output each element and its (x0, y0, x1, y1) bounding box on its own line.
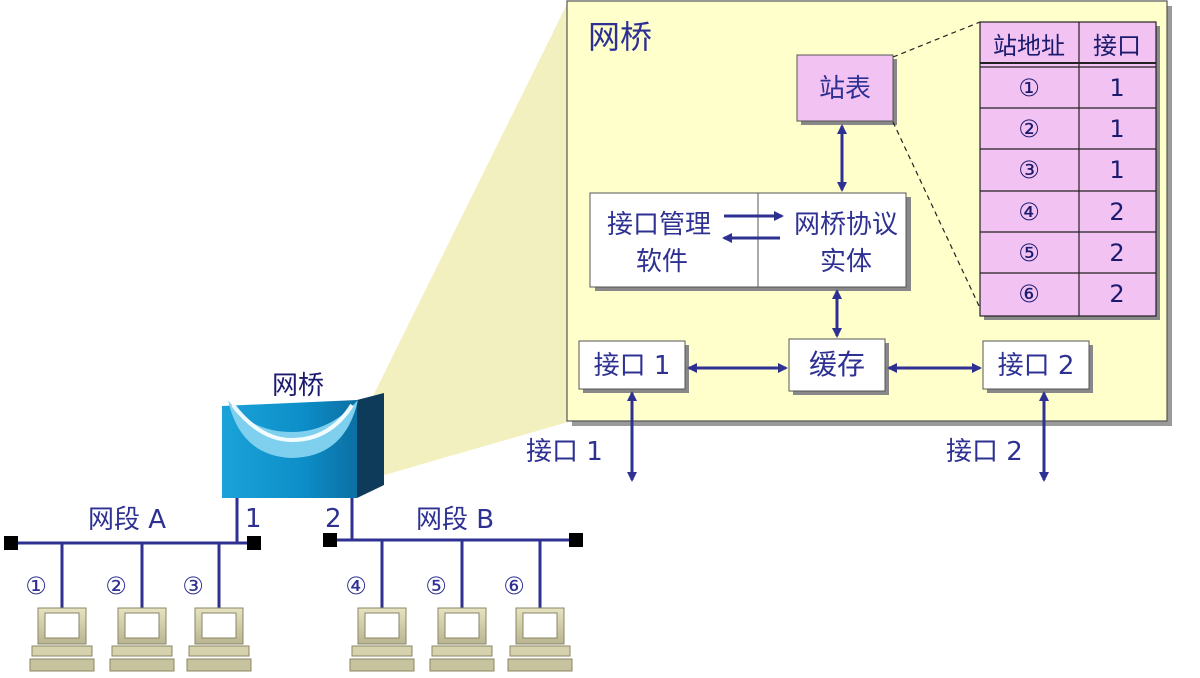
station-label: ⑤ (425, 572, 447, 600)
station-table-label: 站表 (819, 74, 871, 104)
bridge-label: 网桥 (272, 371, 324, 401)
segment-a-terminator-right (247, 536, 261, 550)
protocol-entity-line1: 网桥协议 (794, 210, 898, 240)
segment-a-label: 网段 A (88, 505, 166, 535)
table-cell-address: ② (1018, 115, 1040, 143)
table-zoom-line-bottom (892, 121, 981, 309)
segment-b-terminator-right (569, 533, 583, 547)
station-label: ② (105, 572, 127, 600)
segment-b-terminator-left (323, 533, 337, 547)
table-cell-port: 2 (1109, 198, 1124, 226)
bridge-port-num-2: 2 (325, 504, 342, 534)
port1-box-label: 接口 1 (594, 351, 671, 381)
station-table-box (796, 54, 894, 122)
bridge-port-num-1: 1 (245, 504, 262, 534)
port2-external-label: 接口 2 (946, 437, 1023, 467)
port2-box (982, 340, 1090, 390)
station-computer: ⑥ (503, 540, 573, 672)
station-computer: ① (25, 543, 95, 672)
mgmt-software-line2: 软件 (636, 247, 688, 277)
port1-external-label: 接口 1 (526, 437, 603, 467)
station-computer: ⑤ (425, 540, 495, 672)
station-label: ④ (345, 572, 367, 600)
station-computer: ④ (345, 540, 415, 672)
port2-box-label: 接口 2 (998, 351, 1075, 381)
buffer-box (788, 338, 886, 392)
table-header-port: 接口 (1093, 32, 1141, 60)
station-computer: ③ (182, 543, 252, 672)
table-cell-port: 2 (1109, 280, 1124, 308)
mgmt-software-line1: 接口管理 (607, 210, 711, 240)
protocol-entity-line2: 实体 (820, 247, 872, 277)
table-header-address: 站地址 (993, 32, 1065, 60)
bridge-device (222, 393, 384, 498)
table-cell-address: ⑥ (1018, 280, 1040, 308)
station-address-table: 站地址 接口 ① 1 ② 1 ③ 1 ④ 2 ⑤ 2 ⑥ 2 (979, 21, 1160, 320)
stations: ① ② ③ ④ ⑤ ⑥ (25, 540, 573, 672)
detail-title: 网桥 (588, 18, 652, 56)
port1-box (578, 340, 686, 390)
station-label: ⑥ (503, 572, 525, 600)
segment-b-label: 网段 B (416, 505, 494, 535)
table-cell-address: ⑤ (1018, 239, 1040, 267)
table-cell-address: ① (1018, 74, 1040, 102)
station-label: ① (25, 572, 47, 600)
table-cell-port: 1 (1109, 74, 1124, 102)
buffer-label: 缓存 (809, 348, 865, 381)
table-cell-address: ④ (1018, 198, 1040, 226)
station-label: ③ (182, 572, 204, 600)
segment-a-terminator-left (4, 536, 18, 550)
table-zoom-line-top (892, 21, 981, 58)
table-cell-port: 1 (1109, 115, 1124, 143)
zoom-projection (367, 2, 568, 480)
table-cell-port: 2 (1109, 239, 1124, 267)
station-computer: ② (105, 543, 175, 672)
mgmt-protocol-box (589, 192, 907, 288)
table-cell-port: 1 (1109, 156, 1124, 184)
table-cell-address: ③ (1018, 156, 1040, 184)
